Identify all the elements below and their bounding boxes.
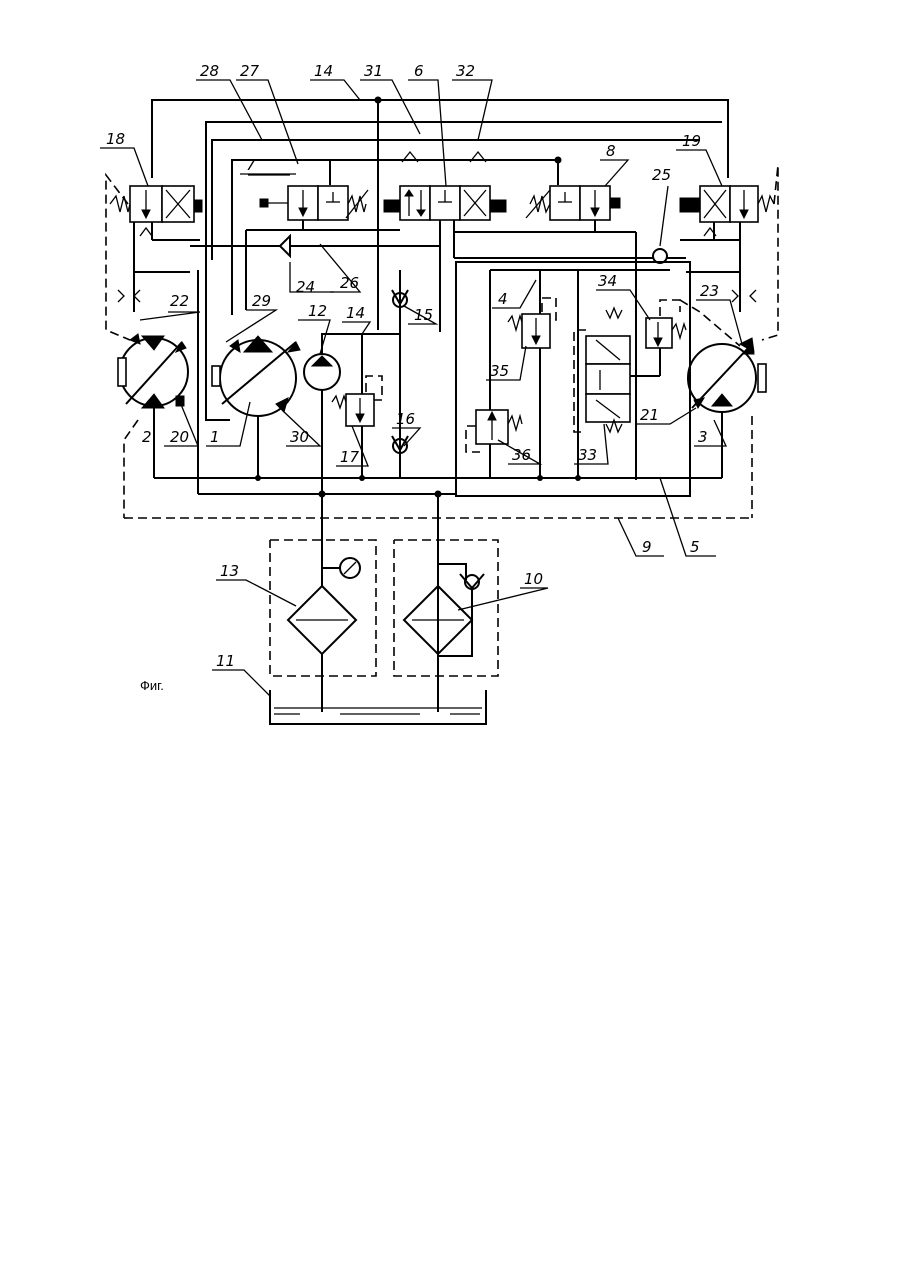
valve-27 [246,175,400,310]
label-34: 34 [598,272,617,290]
valve-19 [680,165,778,340]
label-14-top: 14 [314,62,333,80]
label-15: 15 [414,306,433,324]
label-21: 21 [640,406,659,424]
label-2: 2 [142,428,152,446]
label-24: 24 [296,278,315,296]
label-28: 28 [200,62,219,80]
label-3: 3 [698,428,708,446]
label-14-mid: 14 [346,304,365,322]
label-32: 32 [456,62,475,80]
label-7: 7 [246,156,256,174]
figure-caption: Фиг. [140,678,164,693]
label-20: 20 [170,428,189,446]
valve-34 [630,300,686,376]
label-33: 33 [578,446,597,464]
label-30: 30 [290,428,309,446]
label-22: 22 [170,292,189,310]
filter-13-unit [270,530,376,712]
label-6: 6 [414,62,424,80]
label-12: 12 [308,302,327,320]
label-9: 9 [642,538,652,556]
pump-1 [206,185,300,478]
relief-valve-17 [332,376,382,426]
label-11: 11 [216,652,235,670]
label-25: 25 [652,166,671,184]
label-10: 10 [524,570,543,588]
valve-33 [574,308,630,432]
label-35: 35 [490,362,509,380]
label-36: 36 [512,446,531,464]
label-8: 8 [606,142,616,160]
label-5: 5 [690,538,700,556]
label-1: 1 [210,428,220,446]
check-valve-24 [190,236,440,256]
valve-18 [106,175,202,340]
label-26: 26 [340,274,359,292]
label-29: 29 [252,292,271,310]
label-31: 31 [364,62,383,80]
label-17: 17 [340,448,360,466]
tank-11 [270,690,486,724]
label-27: 27 [240,62,260,80]
valve-35 [508,298,556,348]
label-23: 23 [700,282,719,300]
label-18: 18 [106,130,125,148]
label-19: 19 [682,132,701,150]
label-13: 13 [220,562,239,580]
label-16: 16 [396,410,415,428]
filter-10-unit [394,540,498,712]
label-4: 4 [498,290,508,308]
motor-3 [680,272,766,518]
